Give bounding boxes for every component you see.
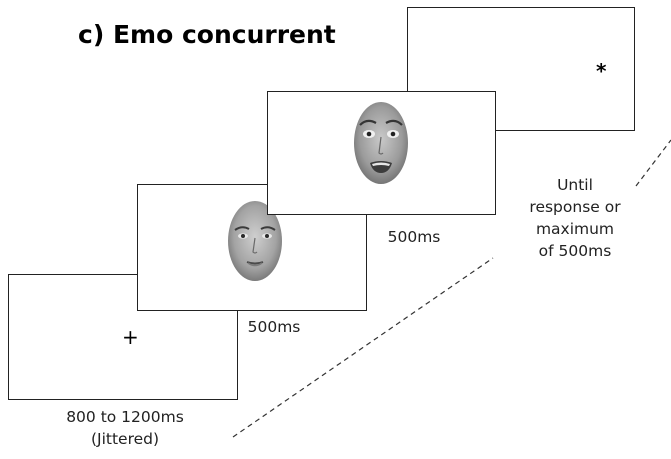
neutral-face-image bbox=[228, 201, 282, 281]
target-duration-line-2: response or bbox=[529, 198, 621, 216]
fixation-duration-label: 800 to 1200ms (Jittered) bbox=[30, 406, 220, 450]
neutral-face-duration-label: 500ms bbox=[247, 318, 301, 336]
target-duration-line-4: of 500ms bbox=[538, 242, 612, 260]
fixation-cross: + bbox=[122, 325, 139, 349]
fearful-face-image bbox=[354, 102, 408, 184]
figure-title: c) Emo concurrent bbox=[78, 20, 336, 49]
target-duration-line-1: Until bbox=[557, 176, 593, 194]
target-asterisk: * bbox=[596, 59, 607, 83]
fearful-face-screen bbox=[267, 91, 496, 215]
fearful-face-duration-label: 500ms bbox=[387, 228, 441, 246]
target-duration-line-3: maximum bbox=[535, 220, 615, 238]
fixation-duration-line-2: (Jittered) bbox=[90, 430, 160, 448]
fixation-duration-line-1: 800 to 1200ms bbox=[66, 408, 184, 426]
target-duration-label: Until response or maximum of 500ms bbox=[505, 174, 645, 262]
